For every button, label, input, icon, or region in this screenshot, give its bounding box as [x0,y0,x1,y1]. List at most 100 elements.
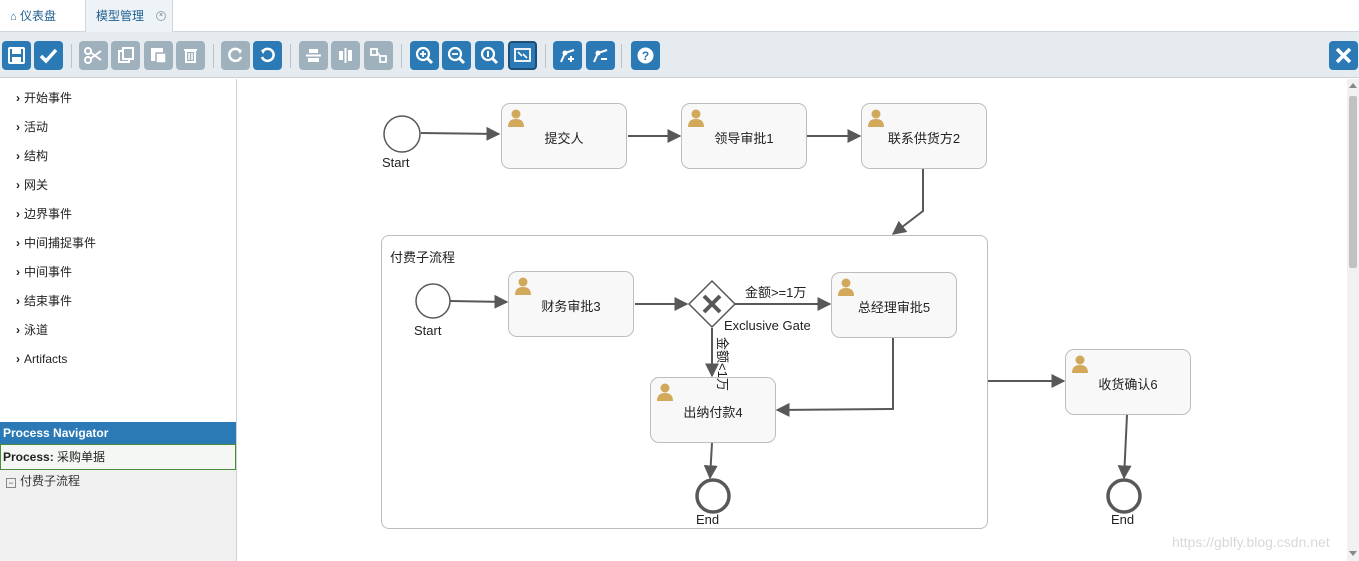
task-finance-approval[interactable]: 财务审批3 [508,271,634,337]
task-leader-approval[interactable]: 领导审批1 [681,103,807,169]
align-horizontal-icon [306,49,321,62]
palette-group-label: Artifacts [24,352,68,366]
collapse-icon[interactable]: − [6,478,16,488]
task-label: 财务审批3 [541,299,601,314]
palette-group[interactable]: ›中间事件 [16,262,72,282]
save-icon [8,47,25,64]
sequence-flow[interactable] [1117,414,1132,480]
exclusive-gateway[interactable] [687,279,737,329]
end-label: End [1111,512,1135,527]
vertical-scrollbar[interactable] [1347,79,1359,561]
task-cashier-payment[interactable]: 出纳付款4 [650,377,776,443]
start-label: Start [414,323,442,338]
help-button[interactable]: ? [631,41,660,70]
subprocess[interactable] [381,235,988,529]
process-label: Process: [3,450,54,464]
scroll-down-icon[interactable] [1349,551,1357,556]
zoom-actual-icon [480,46,499,65]
start-event[interactable] [383,115,421,153]
remove-bendpoint-icon [593,49,608,63]
tab-model-management[interactable]: 模型管理 × [85,0,173,33]
close-button[interactable] [1329,41,1358,70]
chevron-right-icon: › [16,178,20,192]
scroll-thumb[interactable] [1349,96,1357,268]
navigator-tree-label: 付费子流程 [20,474,81,488]
sequence-flow[interactable] [449,294,509,309]
end-event[interactable] [1106,478,1142,514]
palette-group[interactable]: › 网关 [16,175,48,195]
sequence-flow[interactable] [775,338,894,417]
palette-group[interactable]: ›结束事件 [16,291,72,311]
redo-button[interactable] [221,41,250,70]
sequence-flow[interactable] [891,169,924,235]
watermark: https://gblfy.blog.csdn.net [1172,534,1330,550]
toolbar-separator [621,44,622,68]
palette-group[interactable]: › Artifacts [16,349,67,369]
zoom-in-button[interactable] [410,41,439,70]
cut-button[interactable] [79,41,108,70]
delete-button[interactable] [176,41,205,70]
chevron-right-icon: › [16,352,20,366]
tab-dashboard[interactable]: ⌂ 仪表盘 [0,0,85,32]
toolbar-separator [213,44,214,68]
toolbar-separator [290,44,291,68]
zoom-in-icon [415,46,434,65]
align-horizontal-button[interactable] [299,41,328,70]
check-icon [39,48,58,64]
palette-group[interactable]: ›边界事件 [16,204,72,224]
x-gateway-icon [702,294,722,314]
align-vertical-icon [339,48,352,63]
chevron-right-icon: › [16,236,20,250]
align-vertical-button[interactable] [331,41,360,70]
copy-icon [118,47,134,63]
validate-button[interactable] [34,41,63,70]
chevron-right-icon: › [16,149,20,163]
palette-group[interactable]: › 结构 [16,146,48,166]
task-contact-supplier[interactable]: 联系供货方2 [861,103,987,169]
end-event[interactable] [695,478,731,514]
palette-group-label: 结构 [24,149,49,163]
palette-group[interactable]: ›开始事件 [16,88,72,108]
process-name: 采购单据 [57,450,106,464]
add-bendpoint-button[interactable] [553,41,582,70]
toolbar-separator [401,44,402,68]
user-icon [687,108,705,128]
undo-button[interactable] [253,41,282,70]
left-panel: ›开始事件›活动›结构›网关›边界事件›中间捕捉事件›中间事件›结束事件›泳道›… [0,79,237,561]
same-size-button[interactable] [364,41,393,70]
process-item[interactable]: Process: 采购单据 [0,444,236,470]
navigator-tree-item[interactable]: −付费子流程 [6,473,80,489]
task-submit[interactable]: 提交人 [501,103,627,169]
start-event[interactable] [415,283,451,319]
task-label: 总经理审批5 [857,300,931,315]
palette-group-label: 中间事件 [24,265,73,279]
condition-label: 金额>=1万 [745,285,807,300]
palette-group-label: 网关 [24,178,49,192]
task-gm-approval[interactable]: 总经理审批5 [831,272,957,338]
close-tab-icon[interactable]: × [156,11,166,21]
remove-bendpoint-button[interactable] [586,41,615,70]
zoom-fit-button[interactable] [508,41,537,70]
start-label: Start [382,155,410,170]
scissors-icon [84,47,102,64]
diagram-canvas[interactable]: 付费子流程 提交人 领导审批1 联系供货方2 财务审批3 总经理审批5 出纳付款… [237,79,1347,561]
palette-group[interactable]: ›活动 [16,117,48,137]
palette-group[interactable]: ›中间捕捉事件 [16,233,96,253]
sequence-flow[interactable] [703,442,718,480]
trash-icon [184,49,197,63]
user-icon [837,277,855,297]
copy-button[interactable] [111,41,140,70]
sequence-flow[interactable] [420,126,501,141]
paste-button[interactable] [144,41,173,70]
save-button[interactable] [2,41,31,70]
task-receipt-confirm[interactable]: 收货确认6 [1065,349,1191,415]
scroll-up-icon[interactable] [1349,83,1357,88]
subprocess-label: 付费子流程 [390,250,456,265]
palette-group[interactable]: › 泳道 [16,320,48,340]
zoom-actual-button[interactable] [475,41,504,70]
process-navigator-header: Process Navigator [0,422,236,444]
palette-group-label: 泳道 [24,323,49,337]
zoom-out-button[interactable] [442,41,471,70]
chevron-right-icon: › [16,323,20,337]
undo-icon [260,47,275,63]
